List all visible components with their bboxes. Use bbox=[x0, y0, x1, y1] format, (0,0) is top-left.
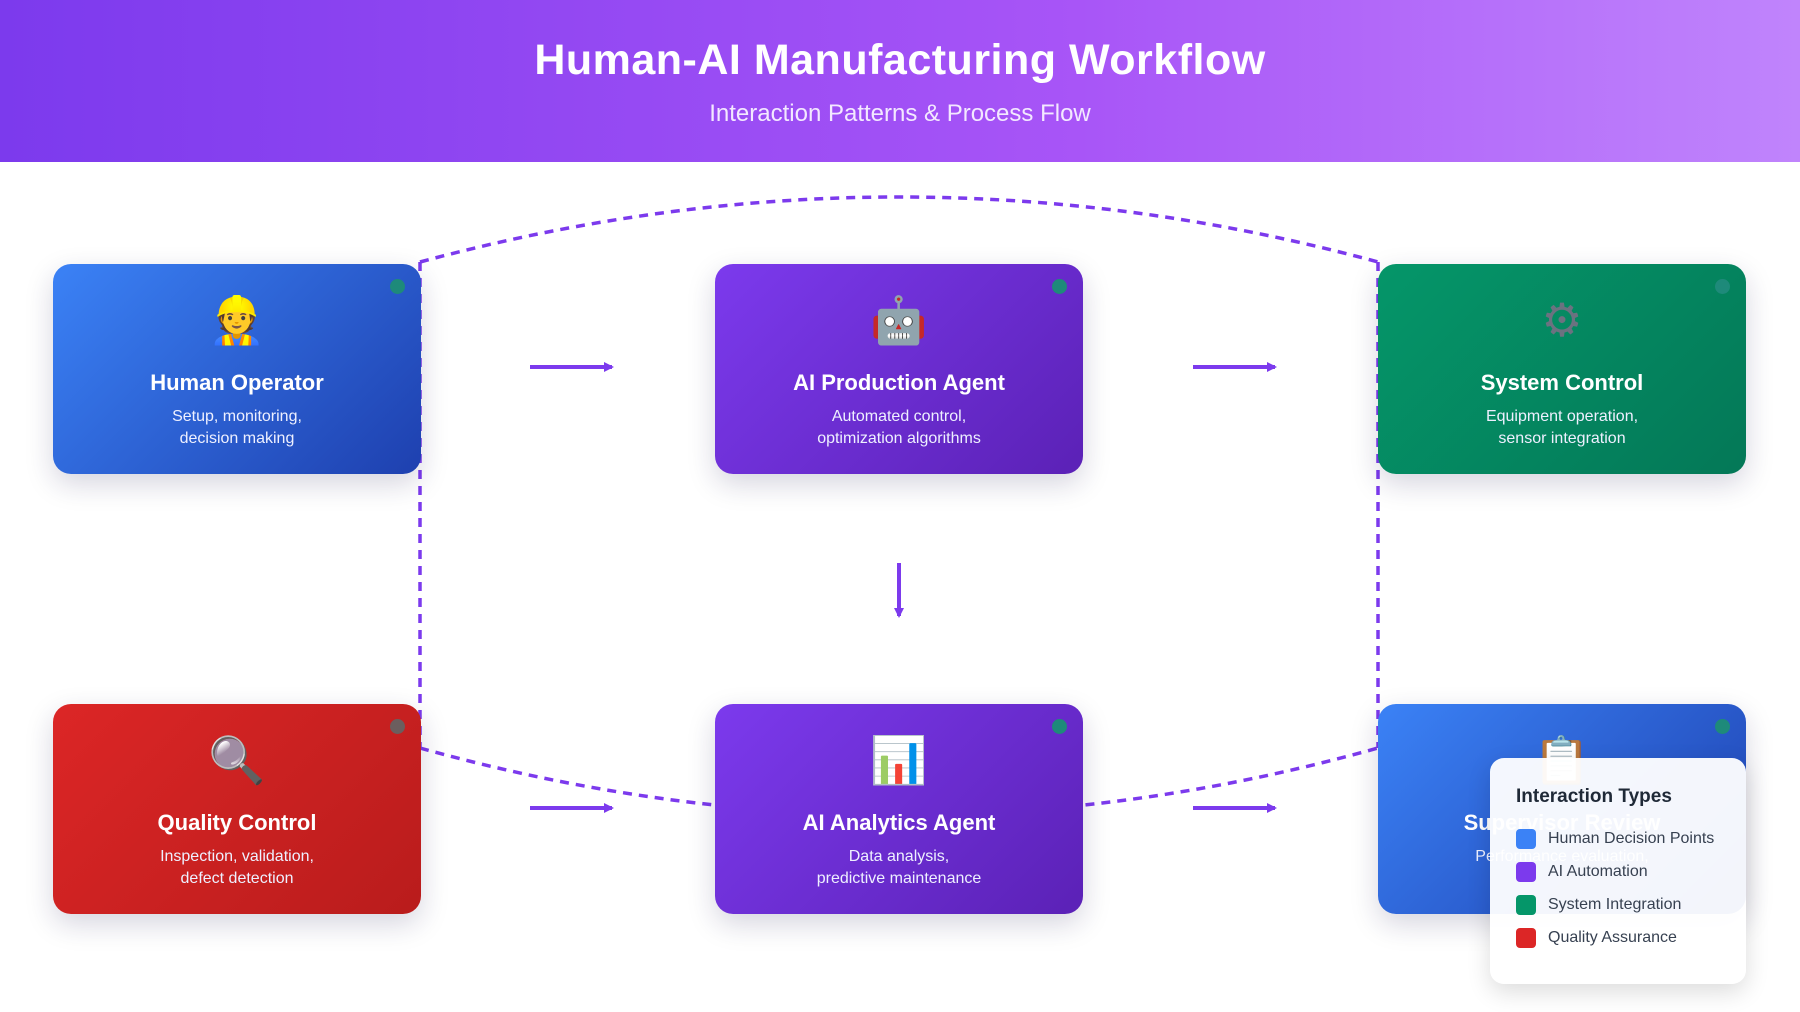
legend-label: System Integration bbox=[1548, 896, 1682, 913]
desc-line: Data analysis, bbox=[848, 848, 950, 865]
desc-line: Setup, monitoring, bbox=[172, 408, 302, 425]
legend-title: Interaction Types bbox=[1516, 786, 1672, 807]
status-dot bbox=[1052, 719, 1067, 734]
node-title: AI Production Agent bbox=[793, 370, 1005, 395]
legend-item-ai: AI Automation bbox=[1516, 861, 1648, 883]
node-description: Setup, monitoring, decision making bbox=[83, 406, 391, 450]
legend-swatch bbox=[1516, 862, 1536, 882]
node-human-operator[interactable]: 👷 Human Operator Setup, monitoring, deci… bbox=[53, 264, 421, 474]
node-system-control[interactable]: ⚙ System Control Equipment operation, se… bbox=[1378, 264, 1746, 474]
status-dot bbox=[1052, 279, 1067, 294]
node-quality-control[interactable]: 🔍 Quality Control Inspection, validation… bbox=[53, 704, 421, 914]
status-dot bbox=[1715, 719, 1730, 734]
node-ai-production-agent[interactable]: 🤖 AI Production Agent Automated control,… bbox=[715, 264, 1083, 474]
desc-line: defect detection bbox=[180, 870, 294, 887]
feedback-loop-top bbox=[419, 195, 1379, 264]
legend-label: AI Automation bbox=[1548, 863, 1648, 880]
desc-line: Equipment operation, bbox=[1485, 408, 1639, 425]
magnifier-icon: 🔍 bbox=[208, 734, 266, 786]
node-title: Quality Control bbox=[157, 810, 317, 835]
desc-line: Inspection, validation, bbox=[160, 848, 314, 865]
legend-item-human: Human Decision Points bbox=[1516, 828, 1714, 850]
node-ai-analytics-agent[interactable]: 📊 AI Analytics Agent Data analysis, pred… bbox=[715, 704, 1083, 914]
legend-label: Human Decision Points bbox=[1548, 830, 1715, 847]
node-description: Automated control, optimization algorith… bbox=[745, 406, 1053, 450]
header-banner: Human-AI Manufacturing Workflow Interact… bbox=[0, 0, 1800, 162]
construction-worker-icon: 👷 bbox=[208, 294, 266, 346]
desc-line: optimization algorithms bbox=[817, 430, 981, 447]
status-dot bbox=[390, 719, 405, 734]
node-title: System Control bbox=[1480, 370, 1644, 395]
node-title: AI Analytics Agent bbox=[802, 810, 996, 835]
node-description: Data analysis, predictive maintenance bbox=[745, 846, 1053, 890]
legend-panel: Interaction Types Human Decision Points … bbox=[1490, 758, 1746, 984]
legend-swatch bbox=[1516, 928, 1536, 948]
bar-chart-icon: 📊 bbox=[870, 734, 928, 786]
desc-line: predictive maintenance bbox=[816, 870, 982, 887]
legend-swatch bbox=[1516, 895, 1536, 915]
legend-swatch bbox=[1516, 829, 1536, 849]
node-description: Inspection, validation, defect detection bbox=[83, 846, 391, 890]
gear-icon: ⚙ bbox=[1541, 294, 1583, 346]
page-title: Human-AI Manufacturing Workflow bbox=[534, 36, 1266, 84]
status-dot bbox=[390, 279, 405, 294]
legend-item-quality: Quality Assurance bbox=[1516, 927, 1677, 949]
desc-line: decision making bbox=[179, 430, 295, 447]
desc-line: Automated control, bbox=[831, 408, 967, 425]
status-dot bbox=[1715, 279, 1730, 294]
robot-icon: 🤖 bbox=[870, 294, 928, 346]
desc-line: sensor integration bbox=[1498, 430, 1626, 447]
node-description: Equipment operation, sensor integration bbox=[1408, 406, 1716, 450]
node-title: Human Operator bbox=[150, 370, 324, 395]
legend-label: Quality Assurance bbox=[1548, 929, 1677, 946]
legend-item-system: System Integration bbox=[1516, 894, 1681, 916]
page-subtitle: Interaction Patterns & Process Flow bbox=[709, 100, 1091, 127]
